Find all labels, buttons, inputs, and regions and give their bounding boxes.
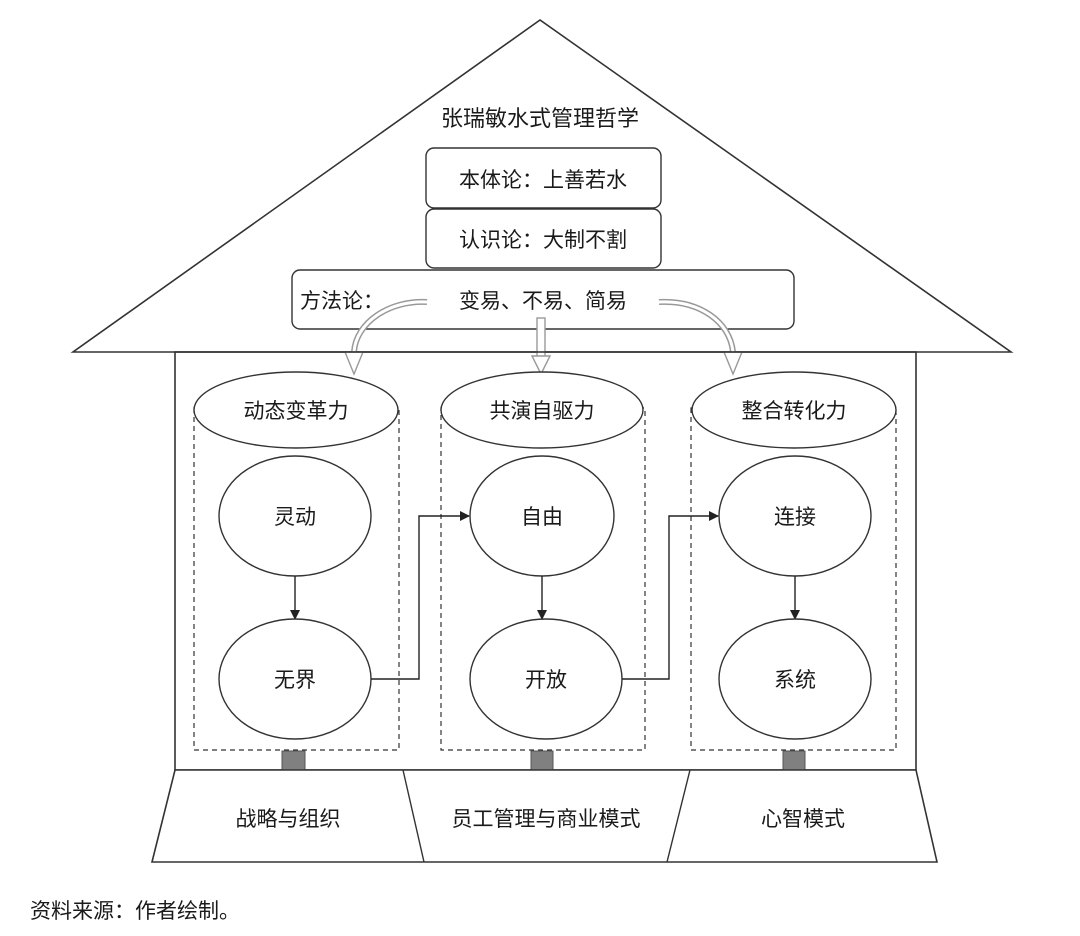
pillar-coevolution: 共演自驱力 自由 开放 — [440, 371, 646, 751]
base-strategy: 战略与组织 — [236, 807, 341, 831]
methodology-label: 方法论： — [300, 289, 384, 313]
roof-title: 张瑞敏水式管理哲学 — [441, 107, 639, 132]
node-top-label: 自由 — [521, 505, 563, 529]
node-bottom — [718, 618, 872, 740]
pillar-header: 共演自驱力 — [490, 399, 595, 423]
base-foundation — [150, 769, 939, 863]
epistemology-text: 认识论：大制不割 — [459, 228, 627, 252]
connector-arrow-1 — [371, 511, 470, 680]
node-bottom-label: 开放 — [525, 668, 567, 692]
ontology-box — [425, 147, 662, 209]
pillar-integration: 整合转化力 连接 系统 — [690, 371, 897, 751]
post-right — [782, 750, 806, 771]
epistemology-box — [425, 208, 662, 269]
node-bottom-label: 系统 — [774, 668, 816, 692]
pillar-header-ellipse — [193, 371, 399, 449]
post-center — [530, 750, 554, 771]
pillar-header: 动态变革力 — [244, 399, 349, 423]
node-top-label: 灵动 — [274, 505, 316, 529]
node-top-label: 连接 — [774, 505, 816, 529]
pillar-header-ellipse — [440, 371, 644, 449]
base-employee-business: 员工管理与商业模式 — [452, 807, 641, 831]
connector-arrow-2 — [622, 511, 719, 680]
node-bottom-label: 无界 — [274, 668, 316, 692]
down-arrow-center — [530, 317, 552, 376]
pillar-header: 整合转化力 — [742, 399, 847, 423]
base-mindset: 心智模式 — [761, 807, 845, 831]
methodology-value: 变易、不易、简易 — [459, 289, 627, 313]
pillar-header-ellipse — [691, 371, 897, 449]
source-note: 资料来源：作者绘制。 — [30, 899, 240, 923]
ontology-text: 本体论：上善若水 — [459, 168, 627, 192]
pillar-dynamic-change: 动态变革力 灵动 无界 — [193, 371, 400, 751]
post-left — [281, 750, 306, 771]
